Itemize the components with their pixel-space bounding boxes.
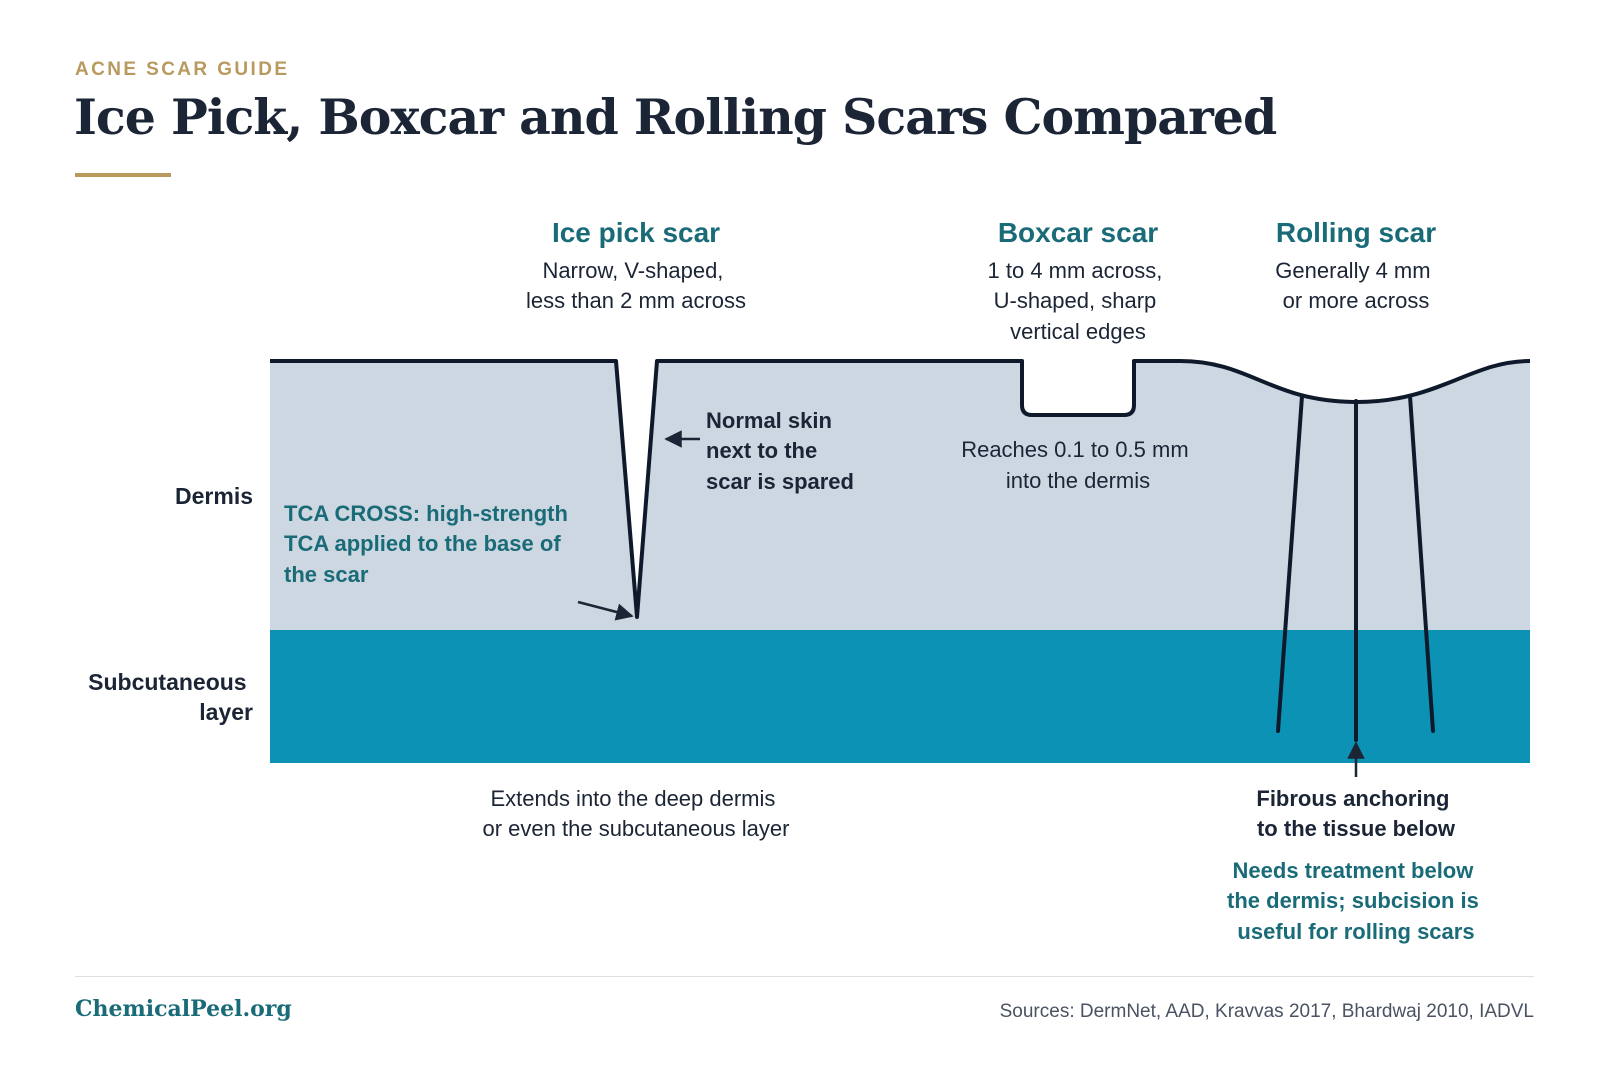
scar-cutout	[1180, 359, 1530, 402]
scar-cutout	[1022, 360, 1134, 415]
tca-arrow	[577, 600, 634, 621]
dermis-layer	[270, 360, 1530, 630]
boxcar-title: Boxcar scar	[998, 217, 1158, 248]
tca-cross-note: TCA CROSS: high-strength TCA applied to …	[284, 501, 574, 587]
anchoring-note: Fibrous anchoring to the tissue below	[1256, 786, 1456, 841]
subcutaneous-label: Subcutaneous layer	[88, 669, 253, 725]
page-title: Ice Pick, Boxcar and Rolling Scars Compa…	[74, 88, 1277, 146]
boxcar-depth-note: Reaches 0.1 to 0.5 mm into the dermis	[961, 437, 1195, 493]
guide-kicker: ACNE SCAR GUIDE	[75, 59, 290, 80]
subcision-note: Needs treatment below the dermis; subcis…	[1227, 858, 1485, 944]
skin-surface-outline	[270, 359, 1531, 619]
boxcar-description: 1 to 4 mm across, U-shaped, sharp vertic…	[988, 258, 1169, 344]
sources-credit: Sources: DermNet, AAD, Kravvas 2017, Bha…	[999, 1001, 1534, 1022]
brand-logo-text[interactable]: ChemicalPeel.org	[75, 996, 292, 1022]
dermis-label: Dermis	[175, 483, 253, 509]
scar-cutout	[616, 360, 657, 617]
fibrous-bands	[1276, 394, 1435, 742]
ice-pick-description: Narrow, V-shaped, less than 2 mm across	[526, 258, 746, 313]
rolling-description: Generally 4 mm or more across	[1275, 258, 1436, 313]
ice-pick-title: Ice pick scar	[552, 217, 720, 248]
ice-pick-depth-note: Extends into the deep dermis or even the…	[483, 786, 790, 841]
footer-divider	[75, 976, 1534, 977]
rolling-title: Rolling scar	[1276, 217, 1436, 248]
subcutaneous-layer	[270, 630, 1530, 763]
spared-skin-note: Normal skin next to the scar is spared	[706, 408, 854, 494]
title-underline	[75, 173, 171, 177]
